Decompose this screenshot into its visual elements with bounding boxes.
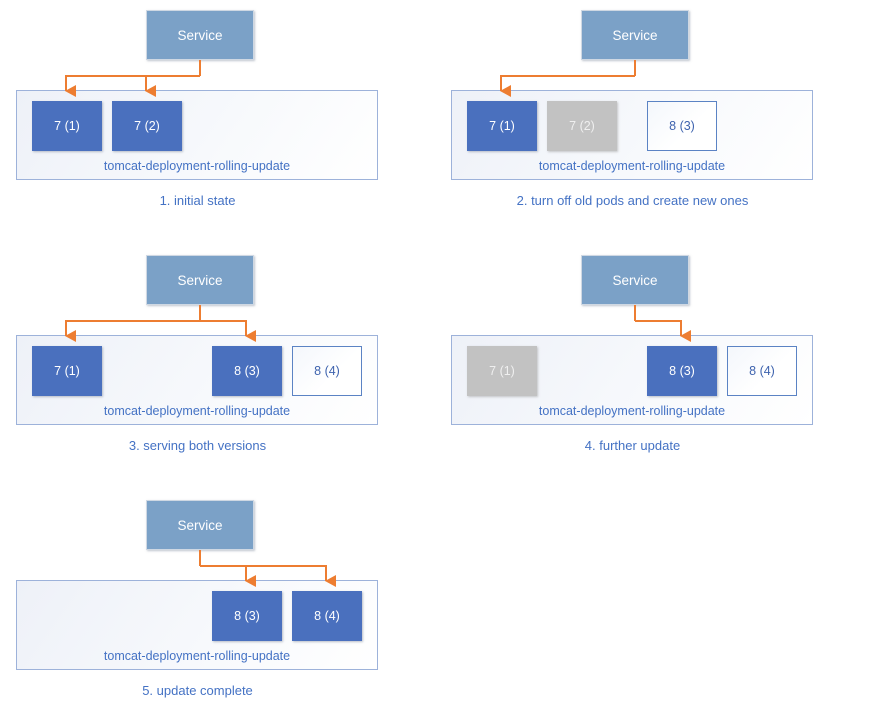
pod-label: 8 (4) [314,609,340,623]
pod-box[interactable]: 8 (4) [292,591,362,641]
service-label: Service [177,272,223,288]
pod-box[interactable]: 8 (3) [647,101,717,151]
panel-5: Service 8 (3) 8 (4) tomcat-deployment-rolli… [0,490,435,720]
service-label: Service [177,27,223,43]
pod-label: 8 (3) [669,119,695,133]
pod-label: 7 (1) [489,364,515,378]
deployment-name-label: tomcat-deployment-rolling-update [103,404,291,418]
pod-box[interactable]: 8 (3) [212,591,282,641]
panel-3: Service 7 (1) 8 (3) 8 (4) tomcat-deployment-… [0,245,435,475]
deployment-container: 7 (1) 8 (3) 8 (4) tomcat-deployment-rolling… [16,335,378,425]
deployment-name-label: tomcat-deployment-rolling-update [103,159,291,173]
connector-arrow-slot-1 [500,75,635,97]
service-box[interactable]: Service [146,255,254,305]
pod-box[interactable]: 7 (1) [467,101,537,151]
panel-caption: 2. turn off old pods and create new ones [516,193,749,208]
service-label: Service [612,27,658,43]
pod-label: 8 (4) [749,364,775,378]
panel-caption: 5. update complete [142,683,253,698]
pod-label: 8 (3) [669,364,695,378]
pod-label: 8 (4) [314,364,340,378]
service-label: Service [177,517,223,533]
connector-arrow-slot-1 [65,75,200,97]
deployment-name-label: tomcat-deployment-rolling-update [538,159,726,173]
panel-2: Service 7 (1) 7 (2) 8 (3) tomcat-deployment-… [435,0,870,230]
panel-caption: 4. further update [584,438,681,453]
pod-box[interactable]: 7 (2) [547,101,617,151]
pod-label: 7 (1) [54,119,80,133]
panel-caption: 1. initial state [159,193,236,208]
deployment-name-label: tomcat-deployment-rolling-update [538,404,726,418]
connector-arrow-slot-4 [200,565,336,587]
service-box[interactable]: Service [581,255,689,305]
pod-box[interactable]: 8 (4) [727,346,797,396]
pod-label: 8 (3) [234,364,260,378]
connector-arrow-slot-3 [200,565,256,587]
connector-arrow-slot-3 [200,320,256,342]
service-box[interactable]: Service [146,500,254,550]
deployment-container: 7 (1) 7 (2) 8 (3) tomcat-deployment-rolling… [451,90,813,180]
panel-caption: 3. serving both versions [128,438,267,453]
pod-label: 7 (1) [489,119,515,133]
service-label: Service [612,272,658,288]
service-box[interactable]: Service [146,10,254,60]
pod-label: 7 (2) [134,119,160,133]
pod-box[interactable]: 8 (3) [212,346,282,396]
connector-arrow-slot-1 [65,320,200,342]
deployment-name-label: tomcat-deployment-rolling-update [103,649,291,663]
pod-label: 7 (2) [569,119,595,133]
connector-arrow-slot-3 [635,320,691,342]
pod-label: 7 (1) [54,364,80,378]
pod-box[interactable]: 8 (3) [647,346,717,396]
pod-box[interactable]: 7 (1) [32,346,102,396]
connector-arrow-slot-2 [145,75,200,97]
pod-box[interactable]: 7 (2) [112,101,182,151]
pod-label: 8 (3) [234,609,260,623]
deployment-container: 8 (3) 8 (4) tomcat-deployment-rolling-upda… [16,580,378,670]
pod-box[interactable]: 7 (1) [467,346,537,396]
panel-4: Service 7 (1) 8 (3) 8 (4) tomcat-deployment-… [435,245,870,475]
service-box[interactable]: Service [581,10,689,60]
panel-1: Service 7 (1) 7 (2) tomcat-deployment-rolli… [0,0,435,230]
pod-box[interactable]: 7 (1) [32,101,102,151]
pod-box[interactable]: 8 (4) [292,346,362,396]
deployment-container: 7 (1) 7 (2) tomcat-deployment-rolling-upda… [16,90,378,180]
deployment-container: 7 (1) 8 (3) 8 (4) tomcat-deployment-rolling… [451,335,813,425]
